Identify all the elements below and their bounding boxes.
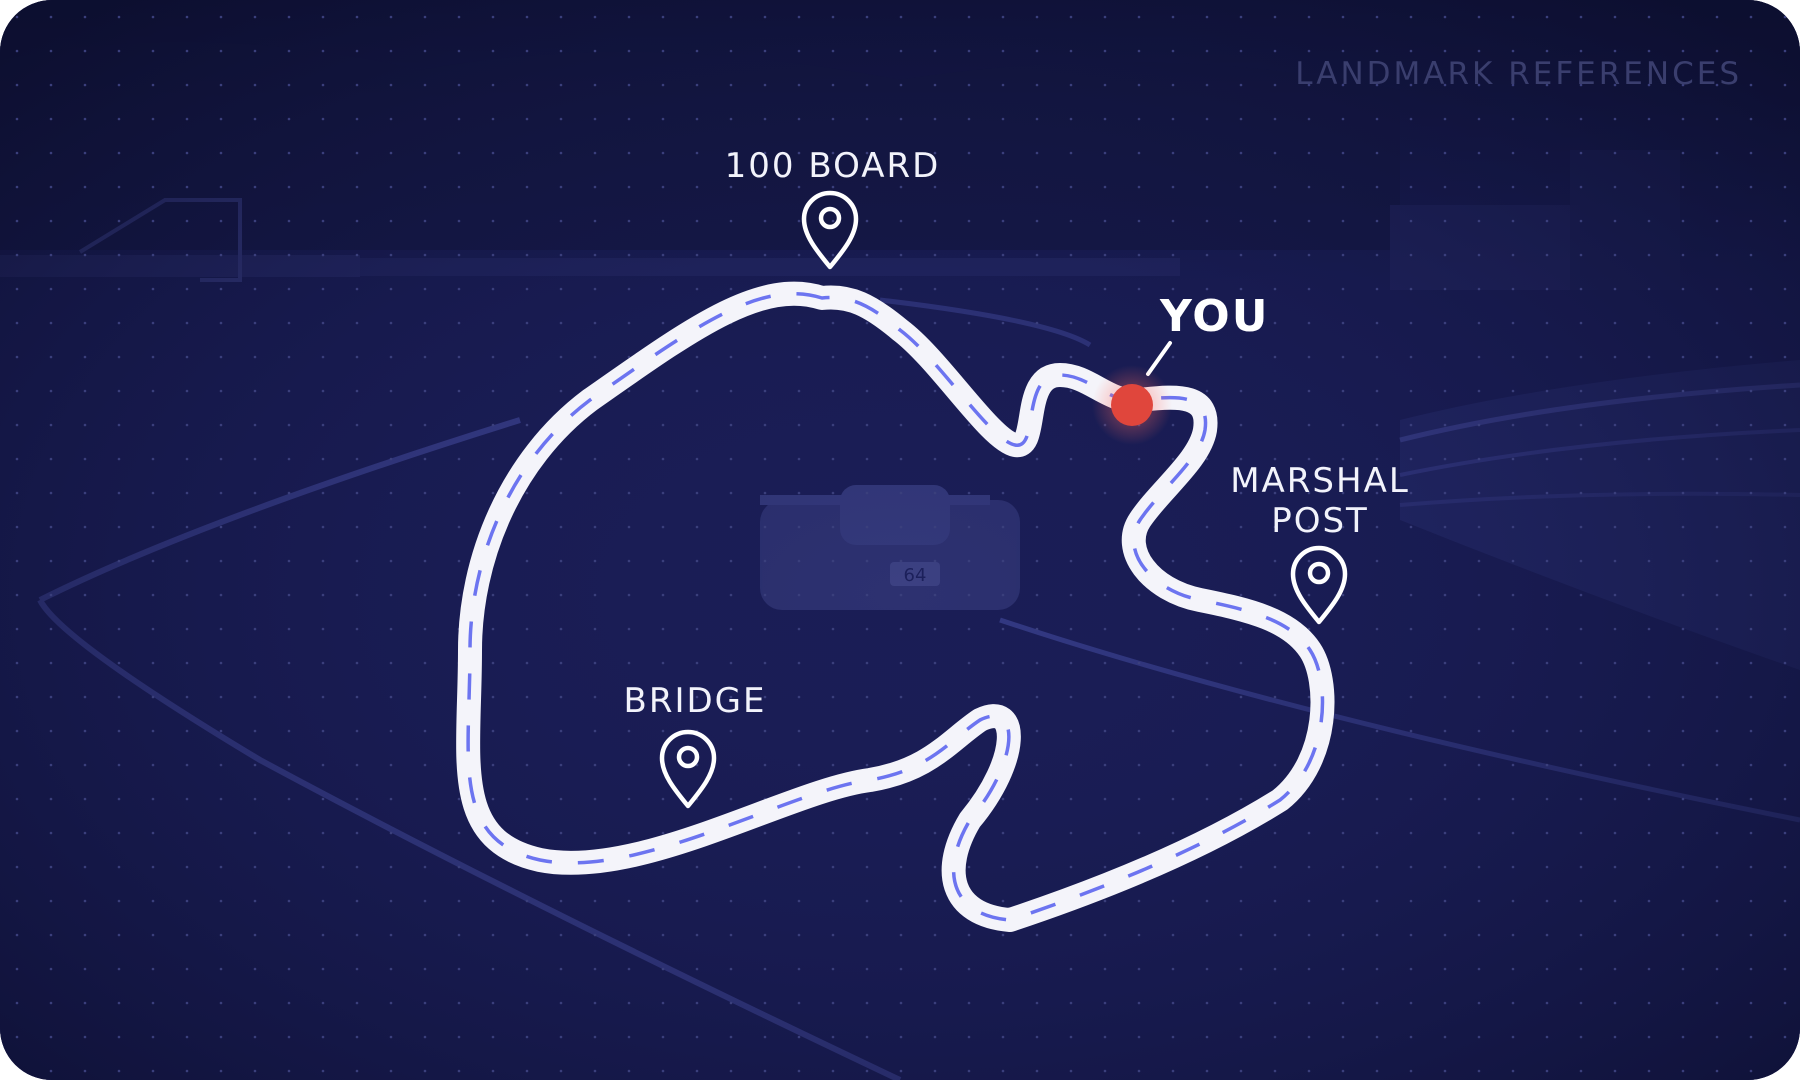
- you-leader-line: [1146, 341, 1172, 376]
- landmark-label-marshal-post: MARSHAL POST: [1230, 461, 1410, 541]
- track-outline: [456, 281, 1335, 932]
- landmark-label-bridge: BRIDGE: [623, 681, 767, 721]
- map-pin-icon[interactable]: [801, 190, 859, 270]
- map-pin-icon[interactable]: [1290, 545, 1348, 625]
- section-title: LANDMARK REFERENCES: [1295, 56, 1742, 92]
- track-centerline-dashes: [466, 292, 1325, 922]
- landmark-label-100-board: 100 BOARD: [724, 146, 941, 186]
- you-marker: [1092, 341, 1172, 445]
- map-pin-icon[interactable]: [659, 729, 717, 809]
- current-position-dot[interactable]: [1111, 384, 1153, 426]
- you-label: YOU: [1160, 291, 1270, 342]
